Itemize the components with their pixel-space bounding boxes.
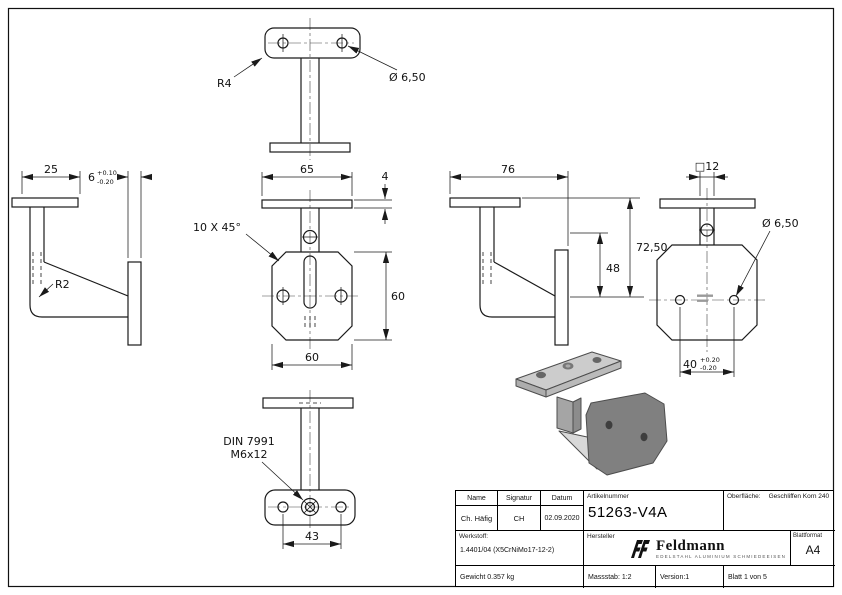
dim-25: 25 xyxy=(44,163,58,176)
blattformat-cell: Blattformat A4 xyxy=(791,531,835,566)
engraving-mark xyxy=(697,299,708,302)
bottom-view: DIN 7991 M6x12 43 xyxy=(223,390,356,549)
right-side-view: 76 48 72,50 xyxy=(449,163,668,346)
dim-6: 6 xyxy=(88,171,95,184)
dim-6-tol-minus: -0.20 xyxy=(97,178,114,186)
dim-40-tol-plus: +0.20 xyxy=(700,356,720,364)
werkstoff-label: Werkstoff: xyxy=(459,533,489,540)
feldmann-logo-mark-icon xyxy=(629,539,651,559)
label-din-screw-2: M6x12 xyxy=(231,448,268,461)
label-hole-dia-back: Ø 6,50 xyxy=(762,217,799,230)
title-block: Name Signatur Datum Ch. Häfig CH 02.09.2… xyxy=(455,490,835,588)
isometric-view xyxy=(515,351,668,476)
label-din-screw-1: DIN 7991 xyxy=(223,435,274,448)
feldmann-logo: Feldmann EDELSTAHL ALUMINIUM SCHMIEDEEIS… xyxy=(629,539,786,560)
dim-4: 4 xyxy=(382,170,389,183)
dim-6-tol-plus: +0.10 xyxy=(97,169,117,177)
dim-40-tol-minus: -0.20 xyxy=(700,364,717,372)
blattformat-label: Blattformat xyxy=(793,533,823,539)
werkstoff-cell: Werkstoff: 1.4401/04 (X5CrNiMo17-12-2) xyxy=(456,531,584,566)
oberflaeche-label: Oberfläche: xyxy=(727,493,761,500)
version-cell: Version:1 xyxy=(656,566,724,588)
dim-40: 40 xyxy=(683,358,697,371)
signatur-value: CH xyxy=(498,506,541,531)
top-view: R4 Ø 6,50 xyxy=(217,18,426,160)
blattformat-value: A4 xyxy=(805,543,821,557)
dim-43: 43 xyxy=(305,530,319,543)
dim-60-height: 60 xyxy=(391,290,405,303)
drawing-frame xyxy=(7,7,835,588)
label-chamfer: 10 X 45° xyxy=(193,221,241,234)
artikelnummer-label: Artikelnummer xyxy=(587,493,629,500)
dim-76: 76 xyxy=(501,163,515,176)
label-radius-r2: R2 xyxy=(55,278,70,291)
name-value: Ch. Häfig xyxy=(456,506,498,531)
datum-label: Datum xyxy=(541,491,584,506)
engraving-mark xyxy=(697,294,713,297)
label-radius-r4: R4 xyxy=(217,77,232,90)
blatt-cell: Blatt 1 von 5 xyxy=(728,573,767,581)
dim-square-12: □12 xyxy=(695,160,719,173)
oberflaeche-cell: Oberfläche: Geschliffen Korn 240 xyxy=(724,491,835,531)
werkstoff-value: 1.4401/04 (X5CrNiMo17-12-2) xyxy=(460,547,555,554)
hersteller-label: Hersteller xyxy=(587,533,615,540)
left-side-view: 25 6 +0.10 -0.20 R2 xyxy=(11,163,152,346)
label-hole-dia-top: Ø 6,50 xyxy=(389,71,426,84)
gewicht-cell: Gewicht 0.357 kg xyxy=(456,566,584,588)
datum-value: 02.09.2020 xyxy=(541,506,584,531)
name-label: Name xyxy=(456,491,498,506)
hersteller-cell: Hersteller Feldmann EDELSTAHL ALUMINIUM … xyxy=(584,531,791,566)
brand-tagline: EDELSTAHL ALUMINIUM SCHMIEDEEISEN xyxy=(656,554,787,559)
dim-48: 48 xyxy=(606,262,620,275)
dim-65: 65 xyxy=(300,163,314,176)
artikelnummer-value: 51263-V4A xyxy=(588,504,668,521)
back-view: □12 Ø 6,50 40 +0.20 -0.20 xyxy=(649,160,799,377)
dim-60-width: 60 xyxy=(305,351,319,364)
brand-name: Feldmann xyxy=(656,538,726,554)
artikelnummer-cell: Artikelnummer 51263-V4A xyxy=(584,491,724,531)
oberflaeche-value: Geschliffen Korn 240 xyxy=(768,493,830,500)
massstab-cell: Massstab: 1:2 xyxy=(584,566,656,588)
signatur-label: Signatur xyxy=(498,491,541,506)
front-view: 65 4 10 X 45° 60 60 xyxy=(193,163,405,370)
dim-72-50: 72,50 xyxy=(636,241,668,254)
